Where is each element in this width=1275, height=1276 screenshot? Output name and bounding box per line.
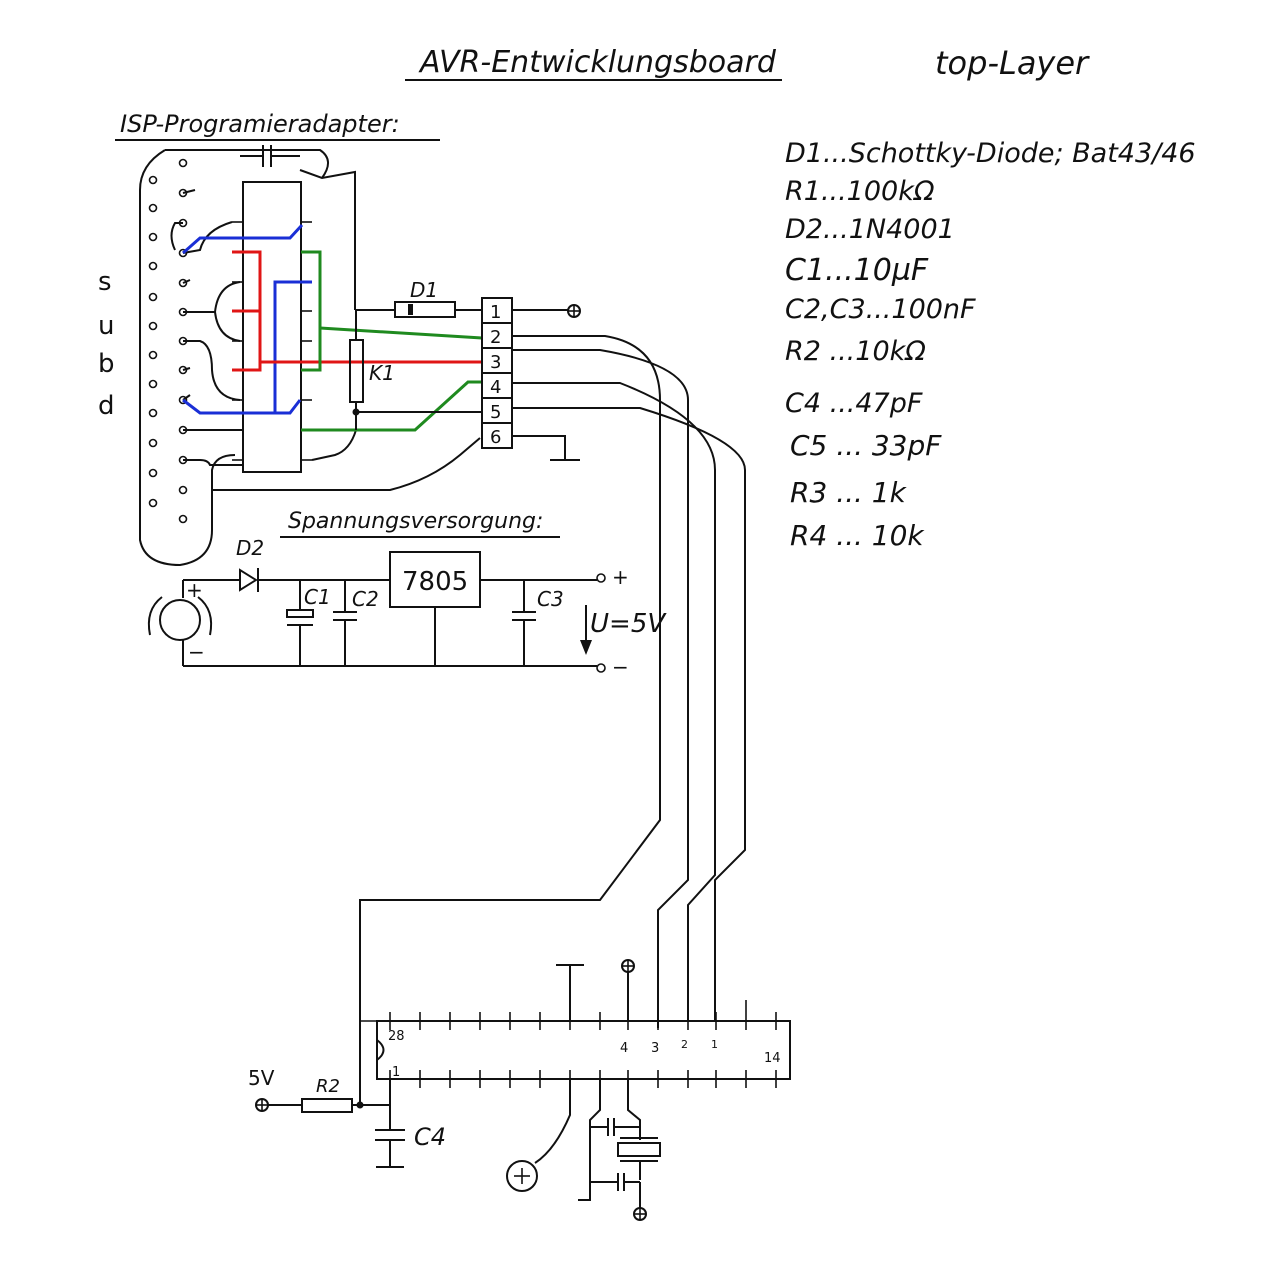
dc-jack [159, 599, 201, 641]
parts-list-item: C4 ...47pF [785, 388, 923, 419]
mcu-vcc7-symbol [506, 1160, 538, 1192]
mcu-pin-1: 1 [392, 1065, 400, 1080]
header-pin-label: 5 [490, 402, 501, 423]
output-plus-label: + [612, 565, 629, 589]
r1-label: K1 [369, 361, 395, 385]
header-pin-label: 4 [490, 377, 501, 398]
subd-letter: s [98, 267, 112, 297]
parts-list-item: D2...1N4001 [785, 214, 955, 245]
regulator-label: 7805 [402, 567, 468, 597]
parts-list-item: R4 ... 10k [790, 519, 925, 552]
jack-plus: + [186, 578, 203, 602]
subd-letter: u [98, 311, 114, 341]
dc-jack-shell [147, 596, 213, 636]
adapter-green-wiring [301, 250, 483, 432]
d2-label: D2 [236, 536, 264, 560]
mcu-section: 28 1 14 4 3 2 1 [248, 959, 791, 1221]
mcu-top-pins [389, 1000, 777, 1030]
parts-list-item: C2,C3...100nF [785, 294, 976, 325]
c3-label: C3 [537, 587, 564, 611]
mcu-isp-mark: 3 [651, 1041, 659, 1056]
output-minus-terminal [596, 663, 606, 673]
mcu-notch [376, 1039, 385, 1061]
adapter-red-wiring [232, 250, 482, 372]
parts-list-item: R3 ... 1k [790, 476, 908, 509]
crystal [617, 1142, 661, 1157]
r1-resistor [349, 339, 364, 403]
parts-list-item: R2 ...10kΩ [785, 336, 926, 367]
c4-label: C4 [414, 1123, 446, 1151]
reset-node [356, 1101, 364, 1109]
parts-list: D1...Schottky-Diode; Bat43/46 R1...100kΩ… [785, 138, 1196, 552]
supply-5v-label: 5V [248, 1066, 275, 1090]
header-gnd-wire [512, 435, 566, 460]
subd-letter: b [98, 349, 115, 379]
layer-label: top-Layer [935, 44, 1090, 82]
isp-header: 1 2 3 4 5 6 [481, 297, 513, 449]
crystal-wire [578, 1079, 601, 1201]
r2-label: R2 [316, 1076, 340, 1097]
adapter-black-wiring [170, 169, 481, 491]
mcu-isp-mark: 1 [711, 1038, 718, 1051]
parts-list-item: C5 ... 33pF [790, 429, 942, 462]
subd-letter: d [98, 391, 115, 421]
r2-resistor [301, 1098, 353, 1113]
mcu-vcc7-wire [534, 1079, 571, 1164]
header-pin-label: 3 [490, 352, 501, 373]
c1-label: C1 [304, 585, 331, 609]
header: AVR-Entwicklungsboard top-Layer [405, 44, 1090, 82]
parts-list-item: D1...Schottky-Diode; Bat43/46 [785, 138, 1196, 169]
d2-diode [239, 568, 258, 592]
mcu-isp-mark: 4 [620, 1041, 628, 1056]
power-section: Spannungsversorgung: + − D2 C1 C2 7805 [147, 509, 667, 679]
power-heading: Spannungsversorgung: [288, 509, 543, 534]
subd-pins [148, 158, 188, 524]
output-plus-terminal [596, 573, 606, 583]
d1-label: D1 [410, 278, 438, 302]
header-pin-label: 2 [490, 327, 501, 348]
mcu-pin-28: 28 [388, 1029, 405, 1044]
output-minus-label: − [612, 655, 629, 679]
adapter-blue-wiring [182, 223, 312, 415]
header-pin-label: 6 [490, 427, 501, 448]
crystal-wire [627, 1079, 641, 1140]
c1-capacitor [286, 609, 314, 618]
c2-label: C2 [352, 587, 379, 611]
output-voltage-label: U=5V [590, 609, 667, 639]
d1-cathode-mark [408, 304, 413, 315]
isp-section: ISP-Programieradapter: s u b d [98, 110, 746, 1105]
d1-diode [394, 301, 456, 318]
header-pin-label: 1 [490, 302, 501, 323]
isp-heading: ISP-Programieradapter: [120, 110, 400, 138]
mcu-chip [376, 1020, 791, 1080]
subd-outline [139, 149, 329, 567]
isp-to-mcu-traces [359, 335, 746, 1105]
jack-minus: − [188, 640, 205, 664]
mcu-pin-14: 14 [764, 1051, 781, 1066]
mcu-isp-mark: 2 [681, 1038, 688, 1051]
parts-list-item: C1...10µF [785, 253, 929, 288]
page-title: AVR-Entwicklungsboard [418, 45, 777, 80]
parts-list-item: R1...100kΩ [785, 176, 935, 207]
adapter-ic [242, 181, 302, 473]
